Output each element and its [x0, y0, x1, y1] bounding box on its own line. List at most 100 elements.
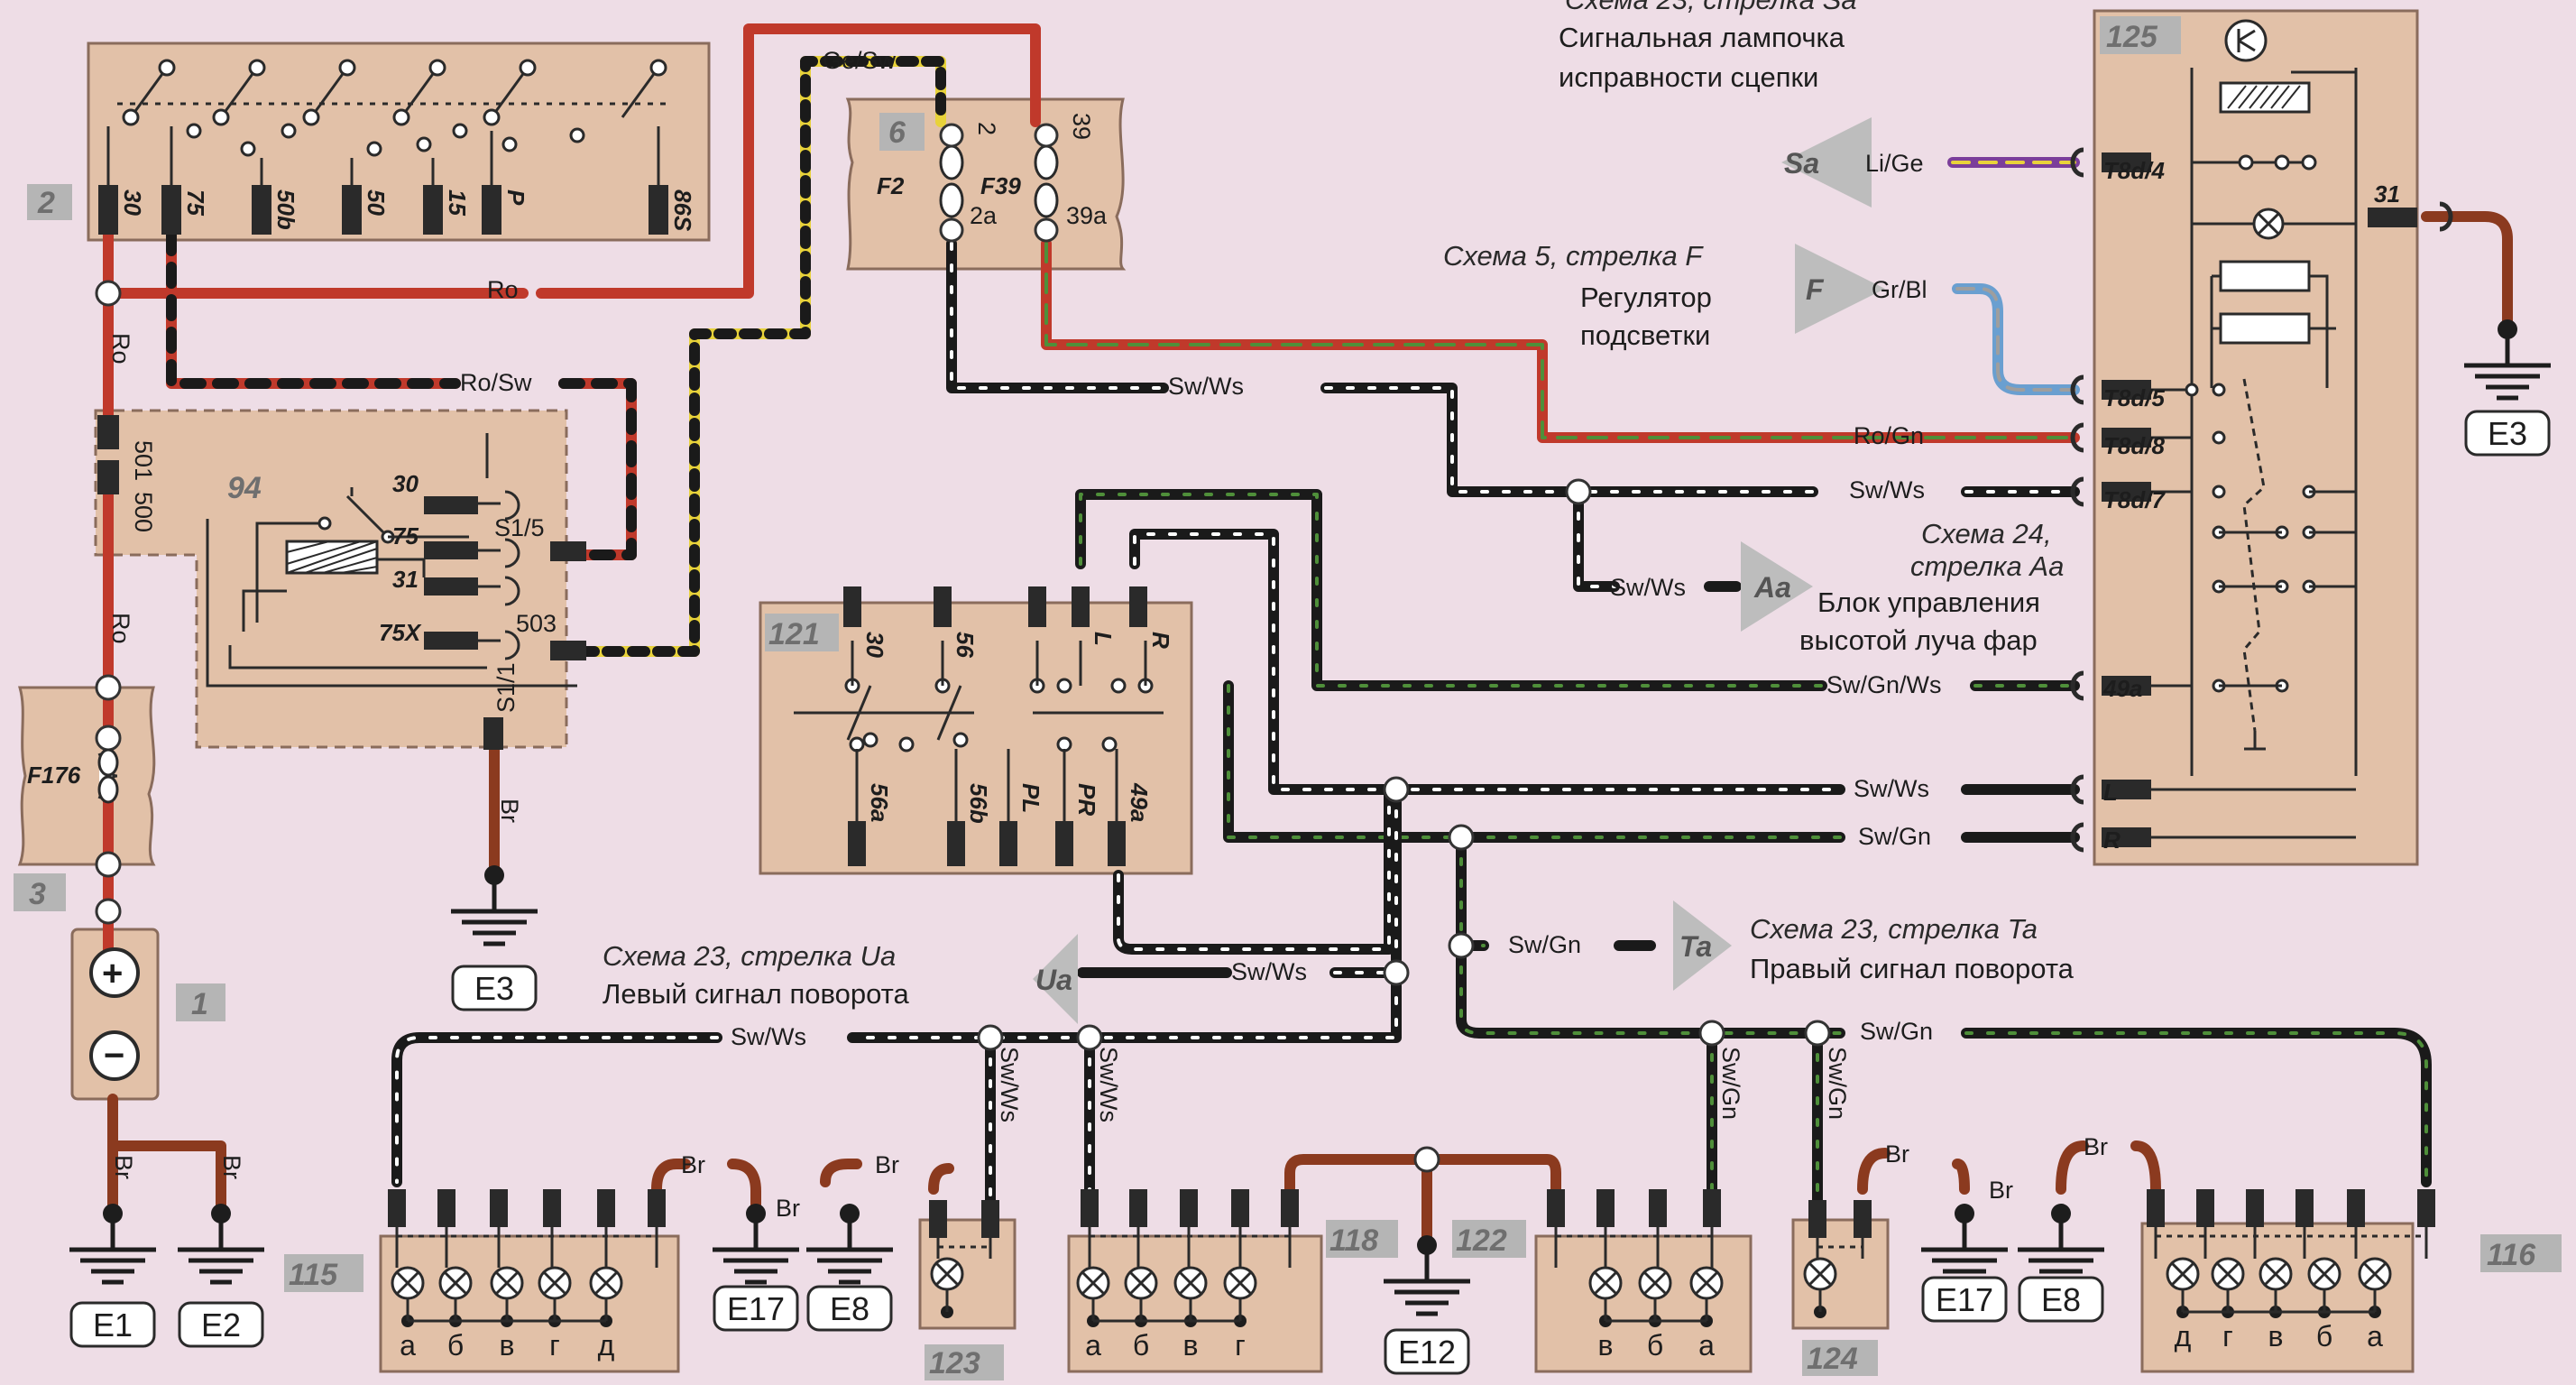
ignition-pin-label-2: 50b: [272, 189, 299, 230]
switch-121-bottom-pin-1: [947, 821, 965, 866]
note-sa-line2: исправности сцепки: [1559, 61, 1818, 93]
switch-121-bottom-label-3: PR: [1073, 783, 1100, 816]
note-aa-ref2: стрелка Aa: [1910, 550, 2064, 582]
switch-121-top-pin-2: [1028, 586, 1046, 627]
svg-text:501: 501: [130, 440, 157, 481]
ground-label-7: E17: [1936, 1281, 1993, 1318]
svg-text:Sw/Ws: Sw/Ws: [1610, 574, 1686, 601]
ignition-pin-label-6: 86S: [669, 189, 696, 232]
component-3-label: 3: [29, 877, 46, 911]
ground-label-box-4: [713, 1285, 799, 1332]
arrow-ta-label: Ta: [1679, 930, 1712, 963]
c115-letter-0: а: [400, 1329, 416, 1362]
component-labels: 2 94 3 1 6 121 125 115 123 118 122 124 1…: [14, 16, 2562, 1380]
svg-text:+: +: [102, 954, 123, 993]
svg-text:Li/Ge: Li/Ge: [1865, 150, 1924, 177]
switch-121-bottom-label-1: 56b: [965, 783, 992, 824]
c118-letter-1: б: [1133, 1329, 1149, 1362]
svg-text:Sw/Gn: Sw/Gn: [1858, 823, 1931, 850]
c116-letter-3: б: [2316, 1320, 2332, 1353]
unit-125-pin-label-2: T8d/8: [2103, 432, 2165, 459]
unit-125-pin-label-6: R: [2103, 826, 2121, 854]
component-121-label: 121: [768, 617, 820, 651]
lamp-cluster-118-box: [1067, 1234, 1323, 1373]
switch-121-internals: [794, 641, 1164, 821]
svg-text:Ge/Sw: Ge/Sw: [823, 47, 897, 74]
note-aa-ref1: Схема 24,: [1921, 518, 2052, 549]
svg-text:Br: Br: [776, 1195, 800, 1222]
c115-letter-3: г: [549, 1329, 560, 1362]
fuse-f2-label: F2: [877, 172, 905, 199]
relay-94-wire-pins: 501 500: [97, 415, 157, 532]
unit-125-pin-0: [2102, 152, 2151, 172]
switch-121-top-pin-4: [1129, 586, 1147, 627]
c116-letter-0: д: [2175, 1320, 2192, 1353]
c116-letter-1: г: [2222, 1320, 2233, 1353]
unit-125-pin-label-31: 31: [2374, 180, 2400, 208]
svg-text:Sw/Ws: Sw/Ws: [1095, 1047, 1122, 1122]
note-f-line2: подсветки: [1580, 319, 1710, 351]
wire-labels: Ro Ro Ro Ro/Sw Ge/Sw Li/Ge Gr/Bl Ro/Gn S…: [107, 47, 2108, 1222]
component-118-label: 118: [1329, 1223, 1378, 1258]
component-122-label: 122: [1456, 1223, 1507, 1258]
svg-text:Sw/Gn/Ws: Sw/Gn/Ws: [1826, 671, 1942, 698]
note-aa-line1: Блок управления: [1817, 586, 2040, 618]
svg-text:Ro/Sw: Ro/Sw: [460, 369, 532, 396]
component-124-label: 124: [1807, 1342, 1858, 1376]
ground-label-8: E8: [2041, 1281, 2081, 1318]
fuse-f39-label: F39: [980, 172, 1021, 199]
component-116-label: 116: [2487, 1238, 2536, 1272]
junction-nodes: [95, 280, 1831, 1173]
c122-letter-1: б: [1647, 1329, 1663, 1362]
component-123-label: 123: [929, 1346, 980, 1380]
ignition-pin-5: [482, 185, 501, 235]
component-2-label: 2: [37, 186, 55, 220]
svg-text:31: 31: [392, 566, 419, 593]
arrow-aa-label: Aa: [1753, 571, 1791, 604]
svg-text:Sw/Ws: Sw/Ws: [996, 1047, 1023, 1122]
note-ta-ref: Схема 23, стрелка Ta: [1750, 913, 2038, 945]
fuse-f2-top-pin: 2: [973, 122, 1000, 135]
ground-label-6: E12: [1398, 1334, 1456, 1371]
fuse-f176-box: [17, 686, 156, 866]
component-125-label: 125: [2106, 20, 2158, 54]
relay-94-internals: [206, 433, 586, 750]
ignition-pin-label-4: 15: [444, 189, 471, 216]
note-aa-line2: высотой луча фар: [1799, 624, 2038, 656]
svg-text:S1/5: S1/5: [494, 514, 545, 541]
svg-text:Sw/Ws: Sw/Ws: [1168, 373, 1244, 400]
svg-text:Sw/Gn: Sw/Gn: [1824, 1047, 1851, 1120]
unit-125-pin-2: [2102, 428, 2151, 448]
ground-label-box-0: [69, 1301, 156, 1348]
ground-label-4: E17: [727, 1290, 785, 1327]
lamp-cluster-122-box: [1534, 1234, 1753, 1373]
note-ua-ref: Схема 23, стрелка Ua: [603, 940, 896, 972]
arrow-ua-label: Ua: [1035, 964, 1072, 996]
note-f-ref: Схема 5, стрелка F: [1443, 240, 1704, 272]
svg-text:75: 75: [392, 522, 419, 549]
switch-121-top-label-0: 30: [861, 632, 888, 658]
fuse-f39-bottom-pin: 39a: [1066, 202, 1108, 229]
component-115-label: 115: [289, 1258, 338, 1292]
lamp-cluster-116-box: [2140, 1222, 2415, 1373]
svg-text:Sw/Gn: Sw/Gn: [1717, 1047, 1744, 1120]
arrow-f-label: F: [1806, 273, 1825, 306]
c115-letter-2: в: [500, 1329, 515, 1362]
ignition-pin-6: [649, 185, 668, 235]
switch-121-bottom-label-0: 56a: [866, 783, 893, 822]
c116-letter-4: а: [2367, 1320, 2383, 1353]
unit-125-pin-1: [2102, 380, 2151, 400]
switch-121-top-pin-3: [1072, 586, 1090, 627]
unit-125-pin-label-1: T8d/5: [2103, 384, 2165, 411]
svg-text:Sw/Gn: Sw/Gn: [1860, 1018, 1933, 1045]
ground-label-box-1: [178, 1301, 264, 1348]
switch-121-bottom-pin-4: [1108, 821, 1126, 866]
switch-121-top-label-1: 56: [952, 632, 979, 658]
reference-arrows: [1033, 117, 1885, 1024]
